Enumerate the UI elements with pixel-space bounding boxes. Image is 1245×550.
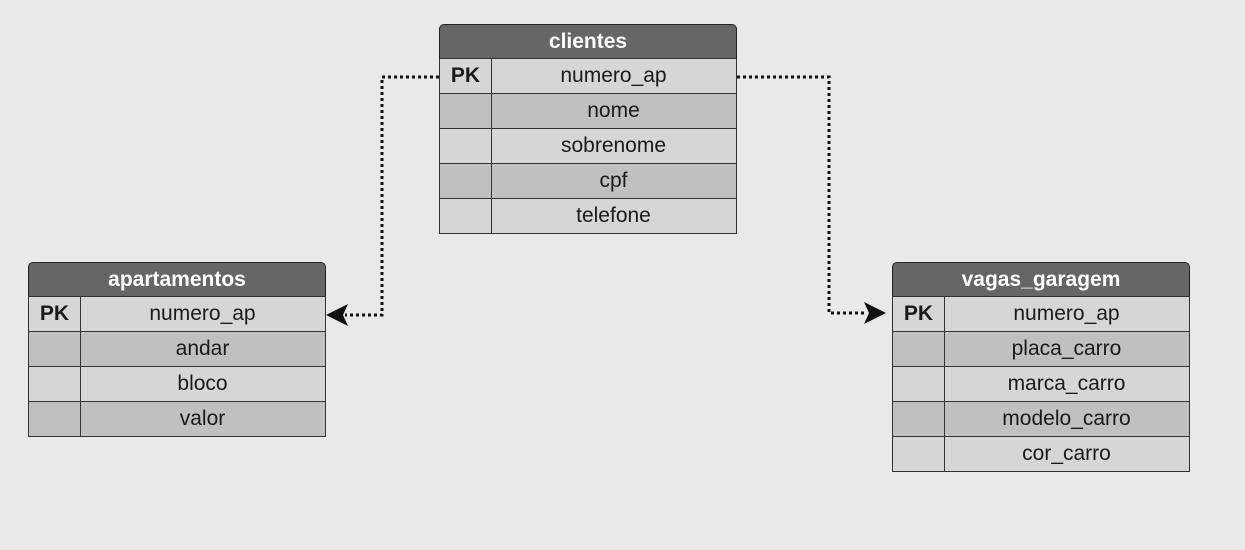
primary-key-cell: PK — [28, 295, 81, 332]
table-row[interactable]: nome — [439, 92, 737, 129]
field-cell: modelo_carro — [943, 400, 1190, 437]
table-row[interactable]: PK numero_ap — [892, 295, 1190, 332]
entity-title: clientes — [439, 24, 737, 59]
table-row[interactable]: placa_carro — [892, 330, 1190, 367]
table-row[interactable]: cpf — [439, 162, 737, 199]
key-cell — [439, 92, 492, 129]
key-cell — [439, 197, 492, 234]
entity-apartamentos[interactable]: apartamentos PK numero_ap andar bloco va… — [28, 262, 326, 437]
key-cell — [28, 400, 81, 437]
field-cell: andar — [79, 330, 326, 367]
field-cell: nome — [490, 92, 737, 129]
table-row[interactable]: valor — [28, 400, 326, 437]
field-cell: cor_carro — [943, 435, 1190, 472]
table-row[interactable]: bloco — [28, 365, 326, 402]
key-cell — [892, 330, 945, 367]
table-row[interactable]: PK numero_ap — [439, 57, 737, 94]
field-cell: cpf — [490, 162, 737, 199]
connector-clientes-apartamentos — [345, 75, 439, 317]
table-row[interactable]: andar — [28, 330, 326, 367]
table-row[interactable]: modelo_carro — [892, 400, 1190, 437]
entity-clientes[interactable]: clientes PK numero_ap nome sobrenome cpf… — [439, 24, 737, 234]
connector-clientes-vagas-garagem — [737, 75, 866, 315]
key-cell — [439, 162, 492, 199]
table-row[interactable]: marca_carro — [892, 365, 1190, 402]
field-cell: bloco — [79, 365, 326, 402]
field-cell: numero_ap — [79, 295, 326, 332]
entity-title: vagas_garagem — [892, 262, 1190, 297]
field-cell: numero_ap — [943, 295, 1190, 332]
table-row[interactable]: telefone — [439, 197, 737, 234]
key-cell — [892, 435, 945, 472]
primary-key-cell: PK — [892, 295, 945, 332]
arrowhead-vagas-garagem — [864, 302, 886, 324]
table-row[interactable]: cor_carro — [892, 435, 1190, 472]
key-cell — [892, 365, 945, 402]
table-row[interactable]: PK numero_ap — [28, 295, 326, 332]
entity-title: apartamentos — [28, 262, 326, 297]
key-cell — [28, 330, 81, 367]
arrowhead-apartamentos — [326, 304, 348, 326]
entity-vagas-garagem[interactable]: vagas_garagem PK numero_ap placa_carro m… — [892, 262, 1190, 472]
field-cell: numero_ap — [490, 57, 737, 94]
field-cell: telefone — [490, 197, 737, 234]
field-cell: placa_carro — [943, 330, 1190, 367]
field-cell: valor — [79, 400, 326, 437]
field-cell: sobrenome — [490, 127, 737, 164]
key-cell — [892, 400, 945, 437]
key-cell — [28, 365, 81, 402]
field-cell: marca_carro — [943, 365, 1190, 402]
primary-key-cell: PK — [439, 57, 492, 94]
key-cell — [439, 127, 492, 164]
table-row[interactable]: sobrenome — [439, 127, 737, 164]
